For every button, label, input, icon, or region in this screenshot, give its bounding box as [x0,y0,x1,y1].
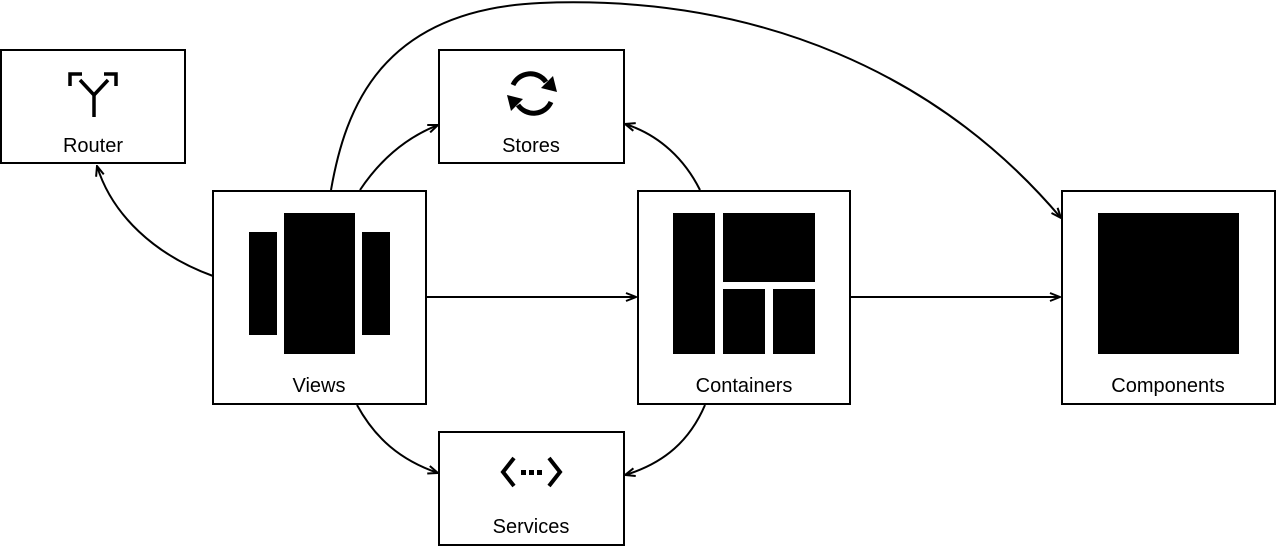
services-node: Services [438,431,625,546]
refresh-icon [507,71,557,116]
square-icon [1098,213,1239,354]
router-node: Router [0,49,186,164]
views-node: Views [212,190,427,405]
three-column-layout-icon [249,213,390,354]
stores-node: Stores [438,49,625,164]
edge-containers-to-stores [625,124,701,191]
components-label: Components [1111,375,1224,397]
code-dots-icon [500,456,563,488]
router-label: Router [63,135,123,157]
containers-label: Containers [696,375,793,397]
views-label: Views [293,375,346,397]
grid-layout-icon [673,213,815,354]
containers-node: Containers [637,190,851,405]
services-label: Services [493,516,570,538]
edge-containers-to-services [625,404,706,475]
stores-label: Stores [502,135,560,157]
edge-views-to-stores [359,125,438,191]
edges [97,1,1061,475]
fork-arrows-icon [68,72,118,117]
edge-views-to-components [330,1,1061,218]
edge-views-to-services [356,404,438,473]
edge-views-to-router [97,166,214,277]
components-node: Components [1061,190,1276,405]
